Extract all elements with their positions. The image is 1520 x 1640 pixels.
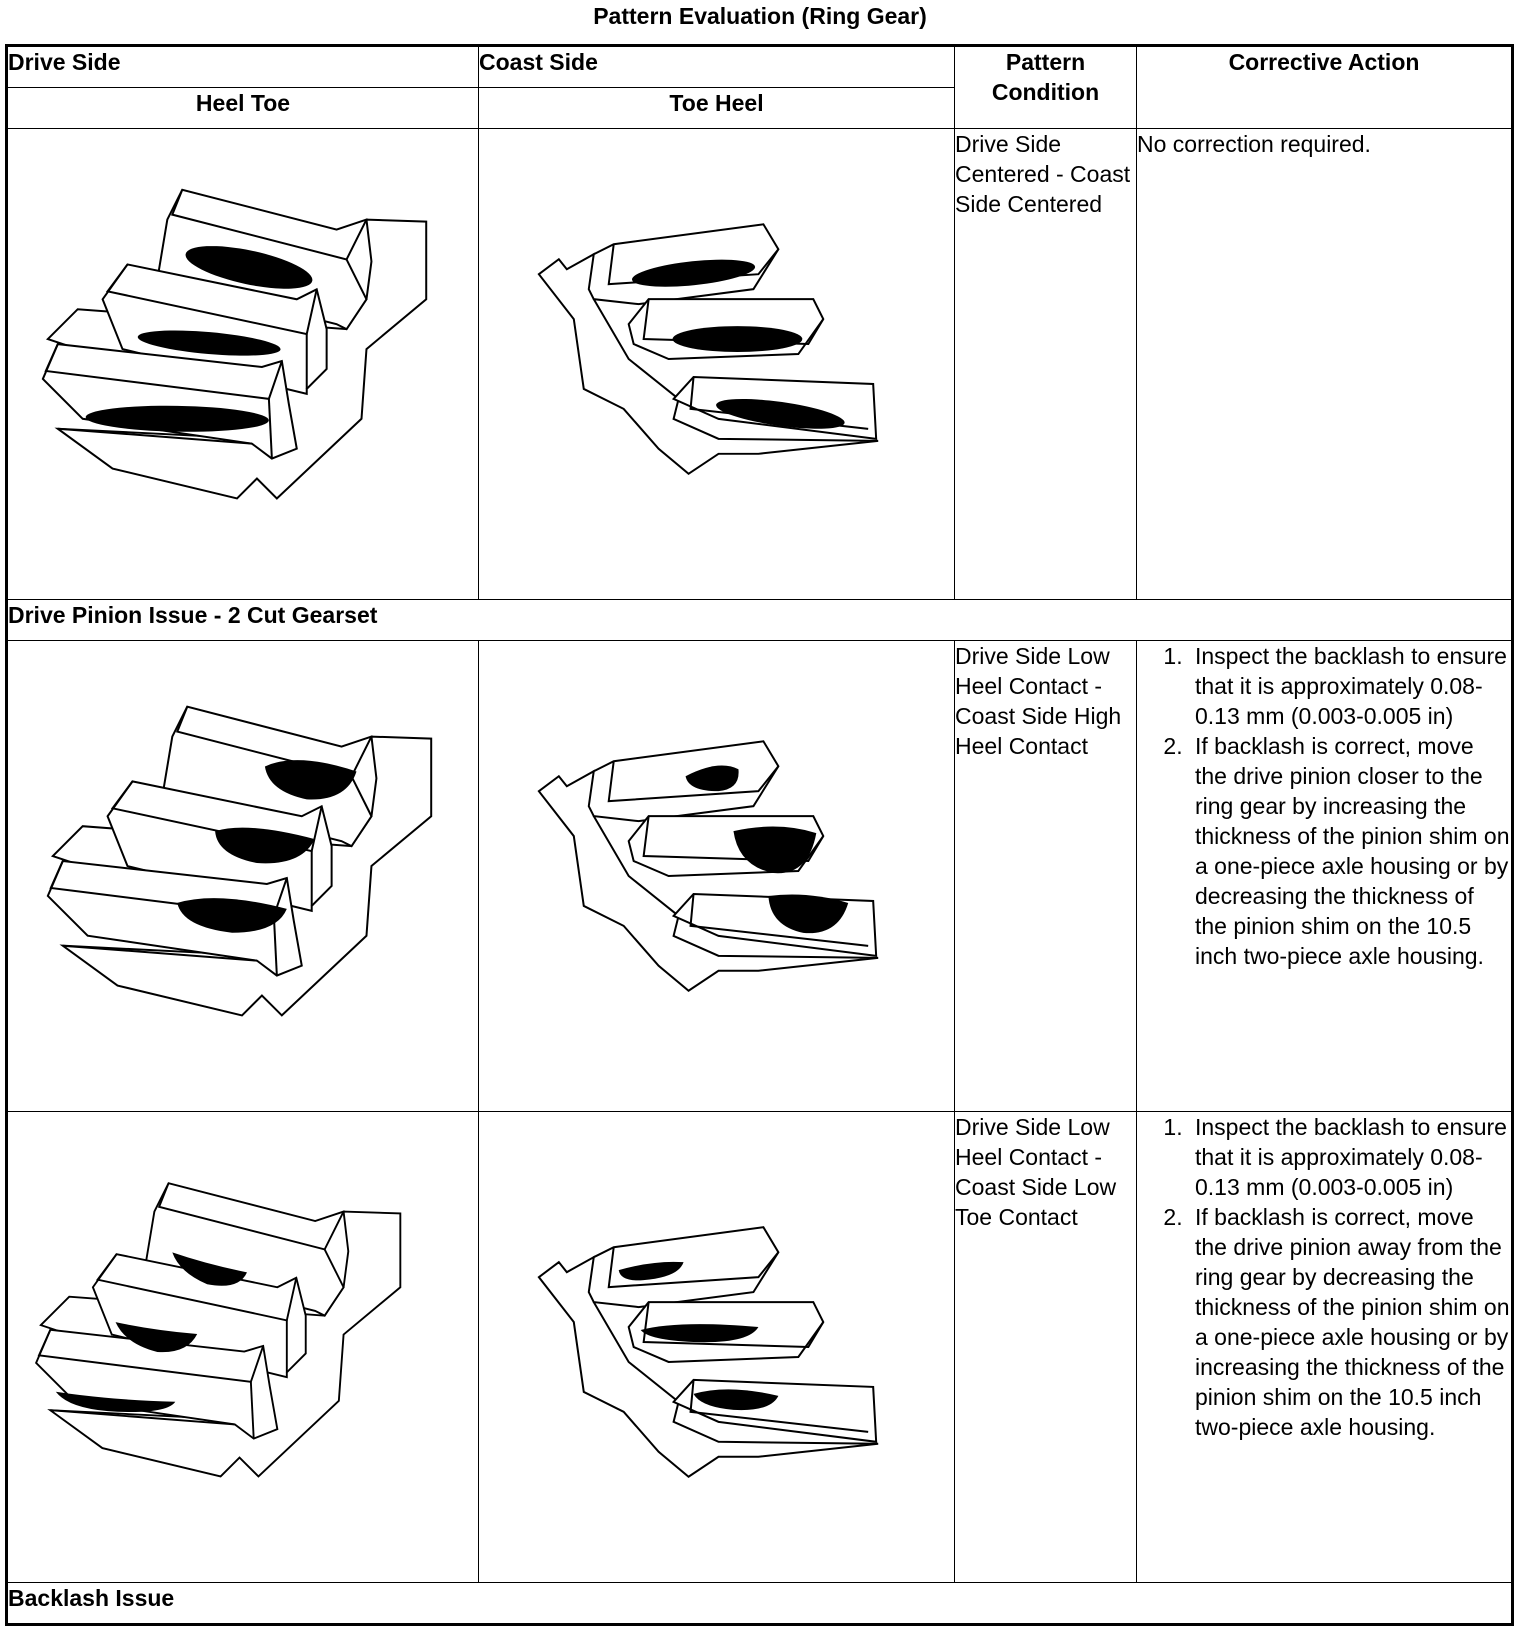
drive-gear-icon	[41, 188, 428, 500]
table-row: Drive Side Centered - Coast Side Centere…	[6, 128, 1513, 600]
corrective-action-steps: Inspect the backlash to ensure that it i…	[1137, 1112, 1511, 1442]
section-label-drive-pinion: Drive Pinion Issue - 2 Cut Gearset	[6, 599, 1513, 641]
coast-side-gear-image	[478, 1111, 955, 1583]
corrective-action-cell: No correction required.	[1136, 128, 1513, 600]
header-pattern-condition: Pattern Condition	[954, 45, 1137, 129]
header-coast-side: Coast Side	[478, 45, 955, 88]
section-label-backlash: Backlash Issue	[6, 1582, 1513, 1625]
header-row-2: Heel Toe Toe Heel	[6, 87, 1513, 129]
corrective-action-text: No correction required.	[1137, 131, 1371, 157]
step-item: If backlash is correct, move the drive p…	[1189, 731, 1511, 971]
coast-side-gear-image	[478, 128, 955, 600]
corrective-action-cell: Inspect the backlash to ensure that it i…	[1136, 1111, 1513, 1583]
drive-gear-icon	[35, 1182, 402, 1478]
step-item: If backlash is correct, move the drive p…	[1189, 1202, 1511, 1442]
pattern-evaluation-table: Drive Side Coast Side Pattern Condition …	[5, 44, 1514, 1626]
coast-side-gear-image	[478, 640, 955, 1112]
header-row-1: Drive Side Coast Side Pattern Condition …	[6, 45, 1513, 129]
pattern-condition-cell: Drive Side Centered - Coast Side Centere…	[954, 128, 1137, 600]
coast-gear-icon	[537, 1226, 880, 1478]
step-item: Inspect the backlash to ensure that it i…	[1189, 641, 1511, 731]
table-row: Drive Side Low Heel Contact - Coast Side…	[6, 1111, 1513, 1583]
section-row: Drive Pinion Issue - 2 Cut Gearset	[6, 599, 1513, 641]
table-row: Drive Side Low Heel Contact - Coast Side…	[6, 640, 1513, 1112]
drive-side-gear-image	[6, 128, 479, 600]
pattern-condition-cell: Drive Side Low Heel Contact - Coast Side…	[954, 1111, 1137, 1583]
corrective-action-steps: Inspect the backlash to ensure that it i…	[1137, 641, 1511, 971]
pattern-condition-cell: Drive Side Low Heel Contact - Coast Side…	[954, 640, 1137, 1112]
header-coast-toe-heel: Toe Heel	[478, 87, 955, 129]
header-drive-side: Drive Side	[6, 45, 479, 88]
page-title: Pattern Evaluation (Ring Gear)	[593, 3, 927, 29]
drive-side-gear-image	[6, 640, 479, 1112]
drive-side-gear-image	[6, 1111, 479, 1583]
coast-gear-icon	[537, 740, 880, 992]
section-row: Backlash Issue	[6, 1582, 1513, 1625]
corrective-action-cell: Inspect the backlash to ensure that it i…	[1136, 640, 1513, 1112]
drive-gear-icon	[46, 705, 433, 1017]
header-corrective-action: Corrective Action	[1136, 45, 1513, 129]
step-item: Inspect the backlash to ensure that it i…	[1189, 1112, 1511, 1202]
coast-gear-icon	[537, 223, 880, 475]
header-drive-heel-toe: Heel Toe	[6, 87, 479, 129]
